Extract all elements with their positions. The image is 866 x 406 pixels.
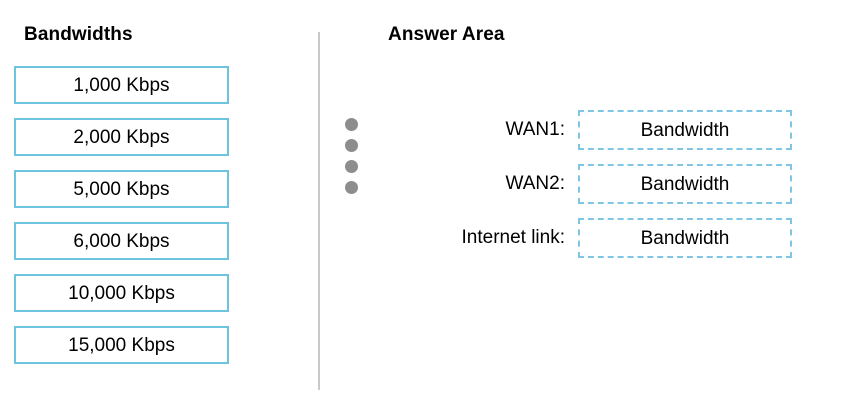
bandwidth-source-list: 1,000 Kbps 2,000 Kbps 5,000 Kbps 6,000 K… xyxy=(14,66,229,378)
bandwidth-option-3[interactable]: 5,000 Kbps xyxy=(14,170,229,208)
bandwidth-option-2[interactable]: 2,000 Kbps xyxy=(14,118,229,156)
answer-row-wan1: WAN1: Bandwidth xyxy=(318,110,866,150)
drop-target-wan1[interactable]: Bandwidth xyxy=(578,110,792,150)
vertical-divider xyxy=(318,32,320,390)
page-title: Bandwidths xyxy=(24,24,133,45)
bandwidth-option-4[interactable]: 6,000 Kbps xyxy=(14,222,229,260)
drop-target-internet-link[interactable]: Bandwidth xyxy=(578,218,792,258)
answer-row-internet-link: Internet link: Bandwidth xyxy=(318,218,866,258)
answer-rows: WAN1: Bandwidth WAN2: Bandwidth Internet… xyxy=(318,110,866,272)
drag-handle-dots[interactable] xyxy=(345,118,359,202)
answer-row-wan2: WAN2: Bandwidth xyxy=(318,164,866,204)
drag-handle-dot-icon xyxy=(345,181,358,194)
drop-target-wan2[interactable]: Bandwidth xyxy=(578,164,792,204)
row-label-wan2: WAN2: xyxy=(505,173,565,194)
drag-handle-dot-icon xyxy=(345,160,358,173)
drag-handle-dot-icon xyxy=(345,118,358,131)
bandwidths-panel: Bandwidths 1,000 Kbps 2,000 Kbps 5,000 K… xyxy=(0,0,300,406)
answer-area-panel: Answer Area WAN1: Bandwidth WAN2: Bandwi… xyxy=(318,0,866,406)
drag-handle-dot-icon xyxy=(345,139,358,152)
answer-area-title: Answer Area xyxy=(388,24,505,45)
bandwidth-option-5[interactable]: 10,000 Kbps xyxy=(14,274,229,312)
row-label-wan1: WAN1: xyxy=(505,119,565,140)
row-label-internet-link: Internet link: xyxy=(461,227,566,248)
bandwidth-option-6[interactable]: 15,000 Kbps xyxy=(14,326,229,364)
bandwidth-option-1[interactable]: 1,000 Kbps xyxy=(14,66,229,104)
